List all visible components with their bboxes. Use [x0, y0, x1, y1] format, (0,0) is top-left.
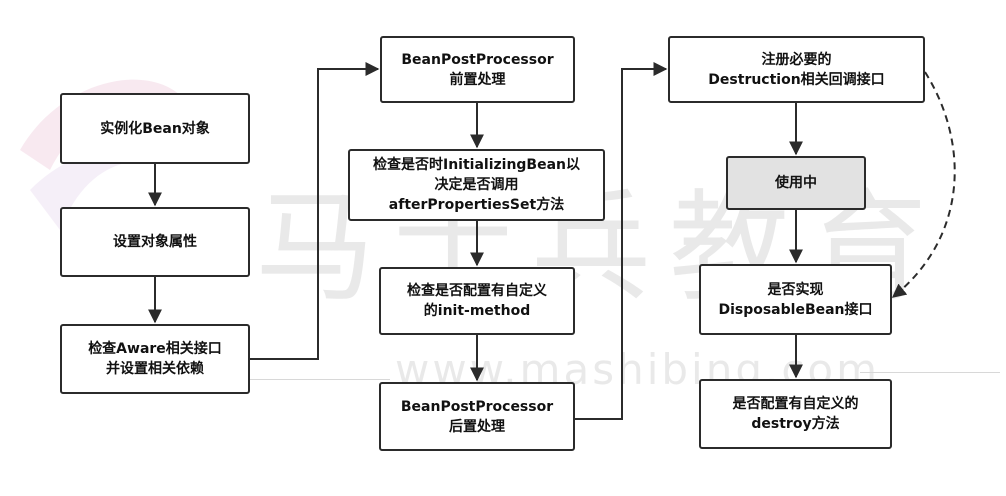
node-check-initializing-bean: 检查是否时InitializingBean以 决定是否调用 afterPrope… [348, 149, 605, 221]
node-check-aware: 检查Aware相关接口 并设置相关依赖 [60, 324, 250, 394]
node-register-destruction: 注册必要的 Destruction相关回调接口 [668, 36, 925, 103]
edge-aware-to-bpp-before [250, 62, 380, 360]
node-instantiate-bean: 实例化Bean对象 [60, 93, 250, 164]
node-destroy-method: 是否配置有自定义的 destroy方法 [699, 379, 892, 449]
node-bpp-after: BeanPostProcessor 后置处理 [379, 382, 575, 451]
node-in-use: 使用中 [726, 156, 866, 210]
node-set-properties: 设置对象属性 [60, 207, 250, 277]
node-disposable-bean: 是否实现 DisposableBean接口 [699, 264, 892, 335]
edge-register-to-disposable-dashed [891, 71, 956, 298]
node-check-init-method: 检查是否配置有自定义 的init-method [379, 267, 575, 335]
edge-bpp-after-to-register [575, 62, 668, 420]
watermark-divider-left [120, 379, 390, 380]
watermark-divider-right [860, 372, 1000, 373]
node-bpp-before: BeanPostProcessor 前置处理 [380, 36, 575, 103]
